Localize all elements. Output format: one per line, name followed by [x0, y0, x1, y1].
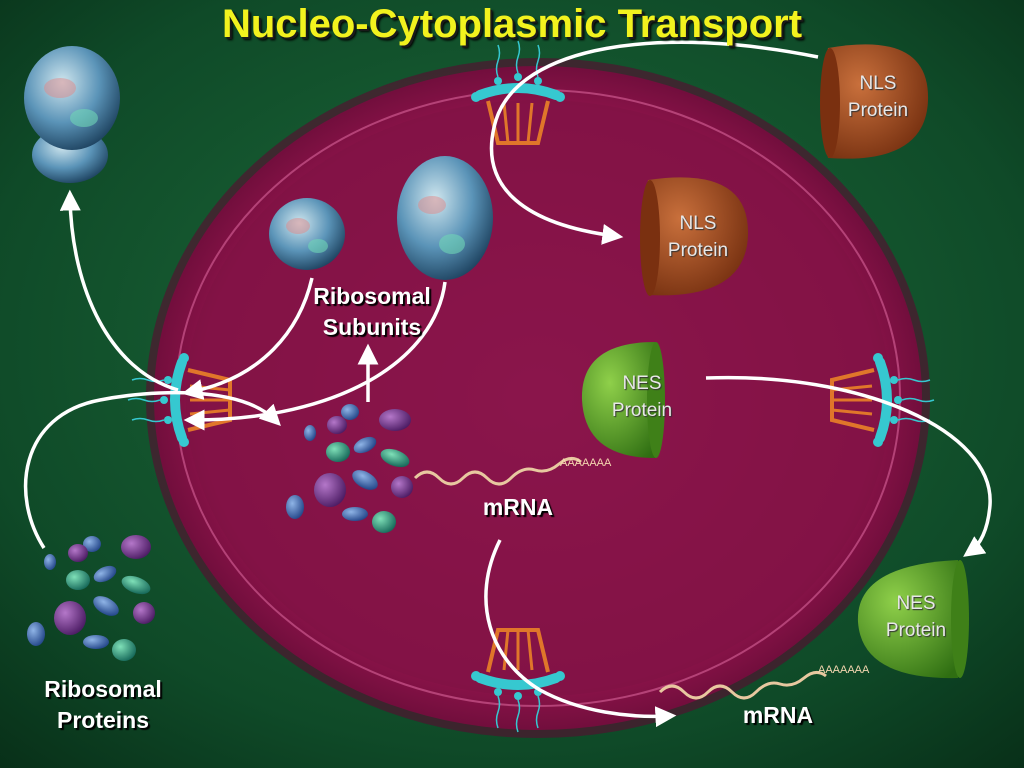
nes-protein-cytoplasm-label: NES Protein [866, 590, 966, 644]
ribosome-cytoplasm [24, 46, 120, 183]
arrow-protein-import [23, 390, 281, 549]
nls-protein-cytoplasm [820, 44, 929, 159]
ribosomal-subunits-label: Ribosomal Subunits [292, 281, 452, 343]
ribosomal-protein-cluster-nucleus [286, 404, 413, 533]
page-title: Nucleo-Cytoplasmic Transport [221, 2, 803, 46]
nes-protein-cytoplasm-line1: NES [896, 593, 936, 614]
nes-protein-nucleus-line2: Protein [611, 400, 673, 421]
arrow-subunit-large-export [183, 281, 447, 431]
transport-arrows [23, 40, 992, 728]
ribosomal-subunits-line2: Subunits [322, 314, 422, 340]
ribosomal-proteins-line2: Proteins [56, 707, 150, 733]
mrna-strand-cytoplasm [658, 671, 827, 700]
nes-protein-nucleus [581, 342, 665, 458]
nls-protein-nucleus-line2: Protein [667, 240, 729, 261]
arrow-subunit-small-export [181, 277, 314, 400]
polya-tail-nucleus: AAAAAAA [560, 457, 612, 469]
nuclear-pore-bottom [471, 628, 565, 733]
ribosomal-subunits-line1: Ribosomal [313, 283, 431, 309]
nls-protein-nucleus-line1: NLS [679, 213, 717, 234]
nes-protein-cytoplasm [857, 560, 969, 679]
arrow-mrna-export [484, 539, 677, 728]
ribosomal-protein-cluster-cytoplasm [27, 535, 155, 661]
nes-protein-nucleus-line1: NES [622, 373, 662, 394]
nls-protein-nucleus-label: NLS Protein [648, 210, 748, 264]
arrow-nls-import [489, 40, 819, 245]
ribosomal-proteins-label: Ribosomal Proteins [18, 674, 188, 736]
arrow-nes-export [705, 375, 992, 557]
nes-protein-nucleus-label: NES Protein [592, 370, 692, 424]
polya-tail-cytoplasm: AAAAAAA [818, 664, 870, 676]
mrna-strand-nucleus [413, 457, 582, 486]
nls-protein-nucleus [640, 177, 749, 296]
ribosome-large-subunit [397, 156, 493, 280]
arrow-ribosome-assembly [59, 189, 179, 392]
mrna-label-nucleus: mRNA [482, 494, 554, 520]
ribosome-small-subunit [269, 198, 345, 270]
mrna-label-cytoplasm: mRNA [742, 702, 814, 728]
nls-protein-cytoplasm-line1: NLS [859, 73, 897, 94]
ribosomal-proteins-line1: Ribosomal [44, 676, 162, 702]
nes-protein-cytoplasm-line2: Protein [885, 620, 947, 641]
nls-protein-cytoplasm-line2: Protein [847, 100, 909, 121]
nls-protein-cytoplasm-label: NLS Protein [828, 70, 928, 124]
